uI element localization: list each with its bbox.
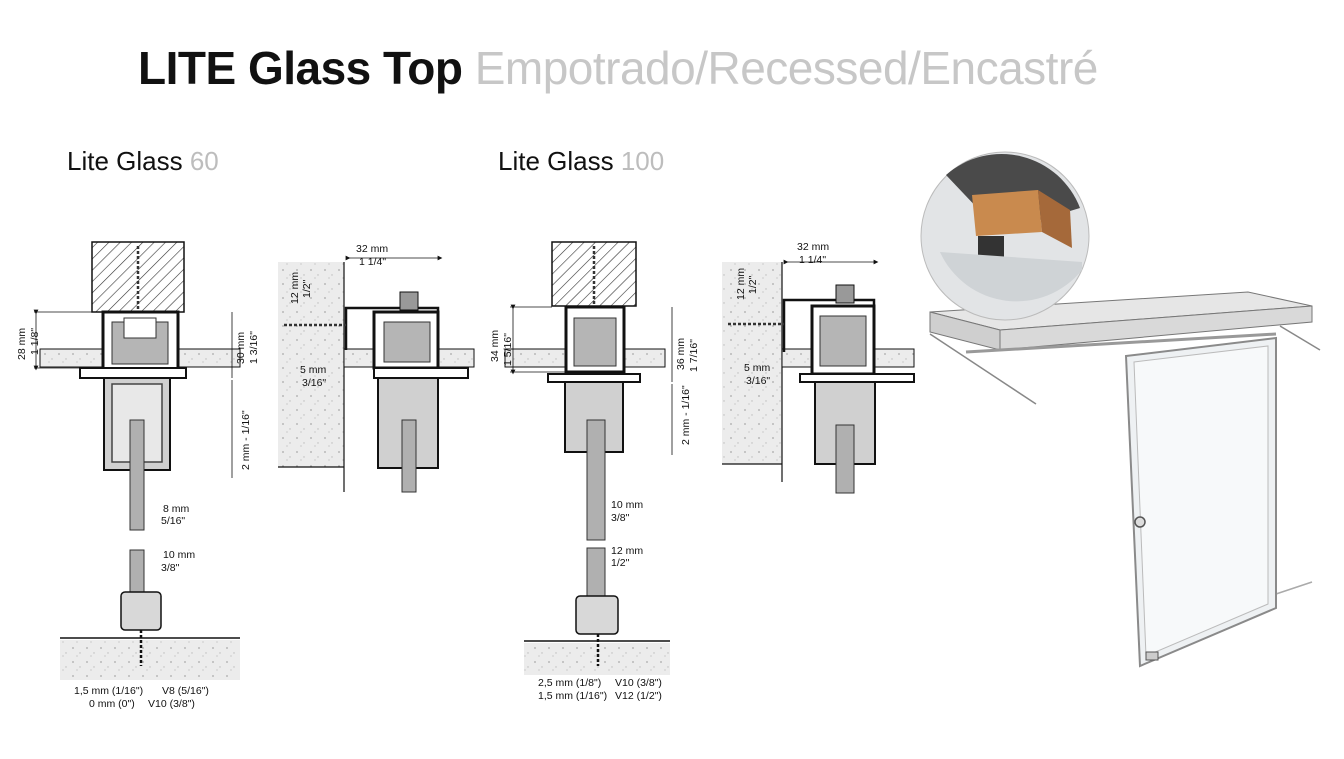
lg100-side-v-in: 1/2" xyxy=(747,275,759,294)
section-label: Lite Glass xyxy=(67,146,183,176)
lg100-glass-b-mm: 12 mm xyxy=(611,545,643,557)
lg60-height-left-mm: 28 mm xyxy=(16,328,28,360)
lg60-side-gap-mm: 5 mm xyxy=(300,364,327,376)
lg100-height-left-in: 1 5/16" xyxy=(502,333,514,366)
lg60-foot-2: 0 mm (0") xyxy=(89,698,135,710)
lg100-foot-3: V10 (3/8") xyxy=(615,677,662,689)
lg60-glass-b-mm: 10 mm xyxy=(163,549,195,561)
lg60-side-v-in: 1/2" xyxy=(301,279,313,298)
installation-illustration xyxy=(920,151,1321,668)
lg60-glass-a-mm: 8 mm xyxy=(163,503,190,515)
lg60-side-labels: 32 mm 1 1/4" 12 mm 1/2" 5 mm 3/16" xyxy=(289,243,388,389)
lg60-gap: 2 mm - 1/16" xyxy=(240,410,252,470)
title-bold: LITE Glass Top xyxy=(138,42,463,94)
lg60-height-right-in: 1 3/16" xyxy=(248,331,260,364)
lg60-height-right-mm: 30 mm xyxy=(235,332,247,364)
lg100-front-section xyxy=(504,241,673,675)
lg100-height-right-in: 1 7/16" xyxy=(688,339,700,372)
lg60-height-left-in: 1 1/8" xyxy=(29,328,41,355)
lg60-front-labels: 28 mm 1 1/8" 30 mm 1 3/16" 2 mm - 1/16" … xyxy=(16,328,260,710)
lg100-glass-b-in: 1/2" xyxy=(611,557,630,569)
lg100-foot-4: V12 (1/2") xyxy=(615,690,662,702)
lg60-side-top-mm: 32 mm xyxy=(356,243,388,255)
lg60-front-section xyxy=(33,241,241,680)
lg100-glass-a-in: 3/8" xyxy=(611,512,630,524)
lg100-side-section xyxy=(722,259,915,494)
lg100-height-right-mm: 36 mm xyxy=(675,338,687,370)
section-label: Lite Glass xyxy=(498,146,614,176)
lg100-foot-2: 1,5 mm (1/16") xyxy=(538,690,607,702)
lg100-front-labels: 34 mm 1 5/16" 36 mm 1 7/16" 2 mm - 1/16"… xyxy=(489,330,700,702)
lg100-side-v-mm: 12 mm xyxy=(735,268,747,300)
lg60-side-gap-in: 3/16" xyxy=(302,377,326,389)
lg60-glass-a-in: 5/16" xyxy=(161,515,185,527)
page-title: LITE Glass Top Empotrado/Recessed/Encast… xyxy=(138,40,1098,96)
section-title-lg100: Lite Glass 100 xyxy=(498,145,664,177)
lg100-side-gap-in: 3/16" xyxy=(746,375,770,387)
section-title-lg60: Lite Glass 60 xyxy=(67,145,219,177)
lg60-side-v-mm: 12 mm xyxy=(289,272,301,304)
lg100-foot-1: 2,5 mm (1/8") xyxy=(538,677,601,689)
lg100-glass-a-mm: 10 mm xyxy=(611,499,643,511)
lg60-side-top-in: 1 1/4" xyxy=(359,256,386,268)
lg60-foot-1: 1,5 mm (1/16") xyxy=(74,685,143,697)
lg100-side-labels: 32 mm 1 1/4" 12 mm 1/2" 5 mm 3/16" xyxy=(735,241,829,387)
title-light: Empotrado/Recessed/Encastré xyxy=(474,42,1099,94)
lg100-side-gap-mm: 5 mm xyxy=(744,362,771,374)
section-size: 100 xyxy=(620,146,665,176)
lg60-side-section xyxy=(278,255,475,493)
section-size: 60 xyxy=(189,146,219,176)
lg100-side-top-mm: 32 mm xyxy=(797,241,829,253)
lg100-height-left-mm: 34 mm xyxy=(489,330,501,362)
lg100-gap: 2 mm - 1/16" xyxy=(680,385,692,445)
lg100-side-top-in: 1 1/4" xyxy=(799,254,826,266)
lg60-foot-3: V8 (5/16") xyxy=(162,685,209,697)
lg60-glass-b-in: 3/8" xyxy=(161,562,180,574)
lg60-foot-4: V10 (3/8") xyxy=(148,698,195,710)
